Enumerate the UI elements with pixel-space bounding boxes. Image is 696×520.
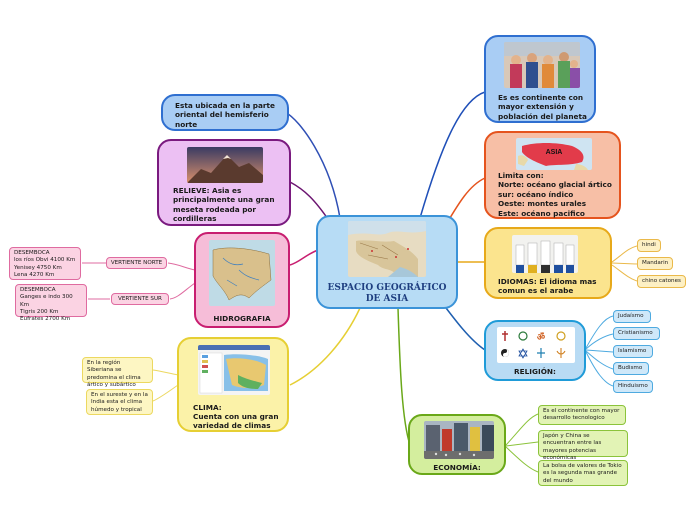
economy-label: ECONOMÍA:: [433, 463, 481, 472]
climate-map-image: [198, 345, 270, 395]
node-relief[interactable]: RELIEVE: Asia es principalmente una gran…: [157, 139, 291, 226]
location-text: Esta ubicada en la parte oriental del he…: [175, 101, 275, 129]
hydro-south-label[interactable]: VERTIENTE SUR: [111, 293, 169, 305]
link-lang-2: [611, 262, 638, 265]
continent-text: Es es continente con mayor extensión y p…: [498, 93, 587, 121]
hydro-north-text: DESEMBOCA los ríos Obvi 4100 Km Yenisey …: [9, 247, 81, 280]
religion-label: RELIGIÓN:: [514, 367, 556, 376]
node-economy[interactable]: ECONOMÍA:: [408, 414, 506, 475]
religion-symbols-image: ॐ: [497, 327, 575, 363]
relief-text: RELIEVE: Asia es principalmente una gran…: [173, 186, 275, 224]
economy-leaf-3: La bolsa de valores de Tokio es la segun…: [538, 460, 628, 486]
climate-text: Cuenta con una gran variedad de climas: [193, 412, 279, 431]
central-topic[interactable]: ESPACIO GEOGRÁFICO DE ASIA: [316, 215, 458, 309]
link-hydro-south: [169, 282, 196, 300]
link-lang-1: [611, 245, 638, 263]
link-rel-1: [585, 315, 614, 349]
languages-text: IDIOMAS: El idioma mas comun es el arabe: [498, 277, 597, 296]
link-rel-3: [585, 349, 614, 353]
link-continent: [419, 91, 486, 219]
mountain-image: [187, 147, 263, 183]
economy-leaf-1: Es el continente con mayor desarrollo te…: [538, 405, 626, 425]
link-eco-2: [505, 441, 539, 447]
limits-map-image: ASIA: [516, 138, 592, 170]
religion-leaf-christianity[interactable]: Cristianismo: [613, 327, 660, 340]
node-limits[interactable]: ASIA Limita con: Norte: océano glacial á…: [484, 131, 621, 219]
node-location[interactable]: Esta ubicada en la parte oriental del he…: [161, 94, 289, 131]
link-climate-1: [152, 369, 179, 376]
node-continent[interactable]: Es es continente con mayor extensión y p…: [484, 35, 596, 123]
people-image: [504, 42, 580, 88]
religion-leaf-buddhism[interactable]: Budismo: [613, 362, 649, 375]
hydro-north-label[interactable]: VERTIENTE NORTE: [106, 257, 167, 269]
climate-leaf-2: En el sureste y en la India esta el clim…: [86, 389, 153, 415]
language-leaf-cantonese[interactable]: chino catones: [637, 275, 686, 288]
language-leaf-hindi[interactable]: hindi: [637, 239, 661, 252]
link-economy: [397, 307, 411, 446]
hydrography-label: HIDROGRAFIA: [213, 314, 271, 323]
hydro-south-text: DESEMBOCA Ganges e indo 300 Km Tigris 20…: [15, 284, 87, 322]
limits-map-label: ASIA: [546, 149, 563, 156]
link-rel-5: [585, 351, 614, 387]
link-rel-2: [585, 333, 614, 350]
link-hydrography: [289, 249, 319, 266]
svg-text:ॐ: ॐ: [537, 332, 545, 343]
economy-leaf-2: Japón y China se encuentran entre las ma…: [538, 430, 628, 461]
limits-text: Limita con: Norte: océano glacial ártico…: [498, 171, 612, 218]
link-hydro-north: [167, 262, 196, 271]
asia-map-image: [348, 221, 426, 277]
city-image: [424, 421, 494, 459]
climate-label: CLIMA:: [193, 403, 222, 412]
node-hydrography[interactable]: HIDROGRAFIA: [194, 232, 290, 328]
link-location: [284, 111, 341, 219]
hydro-map-image: [209, 240, 275, 306]
religion-leaf-judaism[interactable]: Judaísmo: [613, 310, 651, 323]
link-rel-4: [585, 350, 614, 370]
node-climate[interactable]: CLIMA: Cuenta con una gran variedad de c…: [177, 337, 289, 432]
central-title: ESPACIO GEOGRÁFICO DE ASIA: [327, 283, 447, 305]
languages-image: [512, 235, 578, 273]
node-religion[interactable]: ॐ RELIGIÓN:: [484, 320, 586, 381]
language-leaf-mandarin[interactable]: Mandarin: [637, 257, 673, 270]
religion-leaf-hinduism[interactable]: Hinduismo: [613, 380, 653, 393]
religion-leaf-islam[interactable]: Islamismo: [613, 345, 653, 358]
link-climate-2: [152, 384, 179, 402]
link-lang-3: [611, 264, 638, 282]
node-languages[interactable]: IDIOMAS: El idioma mas comun es el arabe: [484, 227, 612, 299]
link-eco-3: [505, 446, 539, 473]
climate-leaf-1: En la región Siberiana se predomina el c…: [82, 357, 153, 388]
link-eco-1: [505, 413, 539, 446]
link-climate: [289, 307, 361, 386]
